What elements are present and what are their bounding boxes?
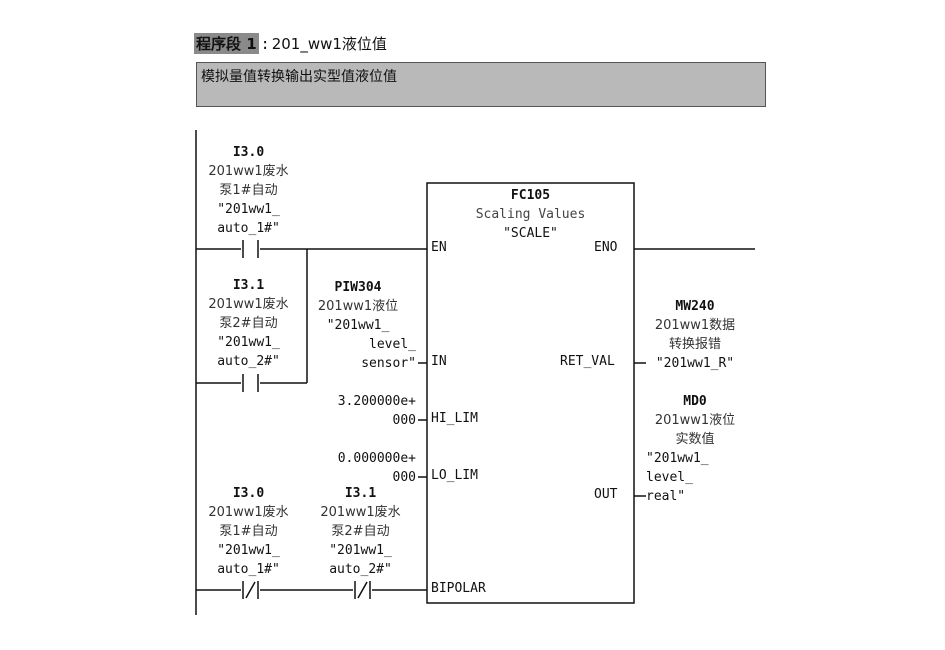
out-symbol: real" bbox=[646, 489, 686, 504]
contact-2-labels[interactable]: I3.1 201ww1废水 泵2#自动 "201ww1_ auto_2#" bbox=[196, 276, 301, 371]
ret-val-operand[interactable]: MW240 201ww1数据 转换报错 "201ww1_R" bbox=[640, 297, 750, 373]
contact-address: I3.1 bbox=[344, 486, 377, 501]
segment-header: 程序段 1 : 201_ww1液位值 bbox=[194, 33, 387, 54]
block-name: Scaling Values bbox=[475, 207, 586, 222]
contact-symbol: auto_1#" bbox=[217, 562, 280, 577]
no-contact-icon-1 bbox=[242, 240, 259, 258]
out-operand[interactable]: MD0 201ww1液位 实数值 "201ww1_ level_ real" bbox=[640, 392, 750, 506]
contact-symbol: auto_1#" bbox=[217, 221, 280, 236]
contact-desc: 201ww1废水 bbox=[208, 297, 289, 312]
block-header[interactable]: FC105 Scaling Values "SCALE" bbox=[427, 186, 634, 243]
contact-symbol: "201ww1_ bbox=[217, 335, 280, 350]
in-desc: 201ww1液位 bbox=[317, 299, 399, 314]
contact-1-labels[interactable]: I3.0 201ww1废水 泵1#自动 "201ww1_ auto_1#" bbox=[196, 143, 301, 238]
in-operand[interactable]: PIW304 201ww1液位 "201ww1_ level_ sensor" bbox=[300, 278, 416, 373]
pin-eno[interactable]: ENO bbox=[594, 240, 618, 255]
pin-hi-lim[interactable]: HI_LIM bbox=[431, 411, 478, 426]
ret-val-desc: 201ww1数据 bbox=[654, 318, 736, 333]
no-contact-icon-2 bbox=[242, 374, 259, 392]
contact-symbol: "201ww1_ bbox=[329, 543, 392, 558]
in-symbol: sensor" bbox=[361, 356, 416, 371]
contact-desc: 201ww1废水 bbox=[208, 505, 289, 520]
contact-desc: 201ww1废水 bbox=[320, 505, 401, 520]
segment-title: 201_ww1液位值 bbox=[271, 35, 387, 53]
in-symbol: "201ww1_ bbox=[326, 318, 390, 333]
pin-out[interactable]: OUT bbox=[594, 487, 618, 502]
segment-label[interactable]: 程序段 1 bbox=[194, 33, 259, 54]
fc105-block bbox=[426, 182, 635, 604]
out-desc: 实数值 bbox=[675, 432, 715, 447]
contact-symbol: auto_2#" bbox=[329, 562, 392, 577]
ret-val-address: MW240 bbox=[675, 299, 715, 314]
pin-en[interactable]: EN bbox=[431, 240, 447, 255]
contact-symbol: auto_2#" bbox=[217, 354, 280, 369]
contact-desc: 泵2#自动 bbox=[331, 524, 390, 539]
in-address: PIW304 bbox=[334, 280, 382, 295]
contact-address: I3.1 bbox=[232, 278, 265, 293]
contact-symbol: "201ww1_ bbox=[217, 202, 280, 217]
contact-4-labels[interactable]: I3.1 201ww1废水 泵2#自动 "201ww1_ auto_2#" bbox=[308, 484, 413, 579]
ret-val-symbol: "201ww1_R" bbox=[655, 356, 735, 371]
out-symbol: "201ww1_ bbox=[646, 451, 709, 466]
pin-lo-lim[interactable]: LO_LIM bbox=[431, 468, 478, 483]
out-desc: 201ww1液位 bbox=[654, 413, 736, 428]
out-symbol: level_ bbox=[646, 470, 693, 485]
nc-contact-icon-2 bbox=[354, 581, 371, 599]
pin-in[interactable]: IN bbox=[431, 354, 447, 369]
contact-address: I3.0 bbox=[232, 145, 265, 160]
lo-lim-value[interactable]: 0.000000e+ 000 bbox=[337, 451, 416, 485]
contact-desc: 泵2#自动 bbox=[219, 316, 278, 331]
in-symbol: level_ bbox=[369, 337, 416, 352]
out-address: MD0 bbox=[683, 394, 707, 409]
contact-desc: 泵1#自动 bbox=[219, 524, 278, 539]
block-symbol: "SCALE" bbox=[503, 226, 558, 241]
contact-3-labels[interactable]: I3.0 201ww1废水 泵1#自动 "201ww1_ auto_1#" bbox=[196, 484, 301, 579]
contact-address: I3.0 bbox=[232, 486, 265, 501]
hi-lim-value[interactable]: 3.200000e+ 000 bbox=[337, 394, 416, 428]
pin-ret-val[interactable]: RET_VAL bbox=[560, 354, 615, 369]
contact-desc: 201ww1废水 bbox=[208, 164, 289, 179]
segment-comment[interactable]: 模拟量值转换输出实型值液位值 bbox=[196, 62, 766, 107]
block-number: FC105 bbox=[510, 188, 551, 203]
pin-bipolar[interactable]: BIPOLAR bbox=[431, 581, 486, 596]
contact-symbol: "201ww1_ bbox=[217, 543, 280, 558]
ret-val-desc: 转换报错 bbox=[668, 337, 721, 352]
segment-separator: : bbox=[260, 34, 270, 53]
contact-desc: 泵1#自动 bbox=[219, 183, 278, 198]
nc-contact-icon-1 bbox=[242, 581, 259, 599]
